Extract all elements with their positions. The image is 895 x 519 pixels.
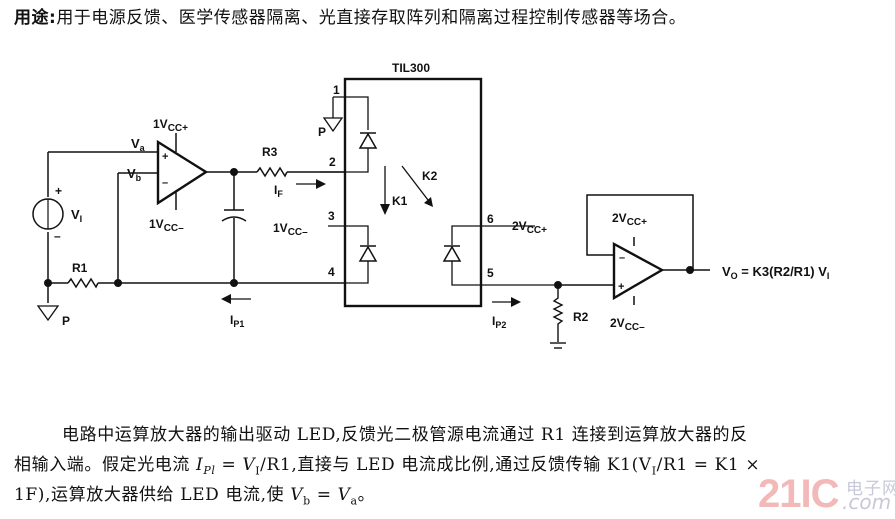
k1-label: K1 xyxy=(392,194,408,208)
usage-label: 用途 xyxy=(14,8,49,28)
pin-4: 4 xyxy=(328,265,335,279)
pin-6: 6 xyxy=(487,212,494,226)
op2-vcc-pos: 2VCC+ xyxy=(612,211,647,228)
usage-text: 用于电源反馈、医学传感器隔离、光直接存取阵列和隔离过程控制传感器等场合。 xyxy=(56,8,687,28)
vcc-neg-pin3: 1VCC– xyxy=(273,221,308,238)
ground-p-left-label: P xyxy=(62,314,70,328)
ip2-label: IP2 xyxy=(492,314,506,330)
til300-package xyxy=(343,77,483,308)
output-photodiode-icon xyxy=(442,245,462,262)
led-diode-icon xyxy=(358,132,378,149)
watermark-domain: .com xyxy=(842,490,892,514)
k2-label: K2 xyxy=(422,169,438,183)
paragraph-line-3: 1F),运算放大器供给 LED 电流,使 Vb = Va。 xyxy=(14,485,376,508)
ground-p-left-icon xyxy=(36,305,60,322)
ip1-label: IP1 xyxy=(230,313,244,329)
usage-colon: : xyxy=(49,8,57,28)
k1-arrow-icon xyxy=(380,204,390,215)
r2-label: R2 xyxy=(573,310,589,324)
pin-1: 1 xyxy=(333,83,340,97)
capacitor xyxy=(221,209,247,222)
va-label: Va xyxy=(131,136,146,153)
watermark-cn: 电子网 xyxy=(846,479,895,499)
usage-description: 用途:用于电源反馈、医学传感器隔离、光直接存取阵列和隔离过程控制传感器等场合。 xyxy=(14,8,686,28)
pin-3: 3 xyxy=(328,209,335,223)
wire-vb xyxy=(117,172,158,283)
op1-minus: – xyxy=(162,177,168,189)
r1-label: R1 xyxy=(72,261,88,275)
vi-minus: – xyxy=(54,229,61,243)
feedback-photodiode-icon xyxy=(358,245,378,262)
vo-formula: VO = K3(R2/R1) VI xyxy=(722,264,829,281)
if-label: IF xyxy=(274,183,283,199)
op2-minus: – xyxy=(619,252,625,264)
vi-label: VI xyxy=(71,207,82,224)
ground-p-pin1-icon xyxy=(322,117,344,133)
r3-label: R3 xyxy=(262,145,278,159)
op-amp-1 xyxy=(156,139,209,206)
paragraph-line-1: 电路中运算放大器的输出驱动 LED,反馈光二极管源电流通过 R1 连接到运算放大… xyxy=(62,425,748,445)
vb-label: Vb xyxy=(127,166,142,183)
ground-p-pin1-label: P xyxy=(318,125,326,139)
op1-vcc-neg: 1VCC– xyxy=(149,217,184,234)
k2-arrow-icon xyxy=(424,197,433,207)
til300-label: TIL300 xyxy=(392,61,430,75)
resistor-r1 xyxy=(67,277,99,289)
circuit-schematic: + – VI + – Va Vb 1VCC+ 1VCC– R1 R3 IF IP… xyxy=(32,61,829,349)
op2-plus: + xyxy=(618,281,624,293)
pin-2: 2 xyxy=(329,155,336,169)
junction-dots xyxy=(44,168,694,289)
vcc-pos-pin6: 2VCC+ xyxy=(512,219,547,236)
ip2-arrow-icon xyxy=(511,297,521,307)
if-arrow-icon xyxy=(316,179,326,189)
op2-vcc-neg: 2VCC– xyxy=(610,316,645,333)
vi-plus: + xyxy=(55,184,62,198)
resistor-r3 xyxy=(256,166,288,178)
resistor-r2 xyxy=(552,285,564,342)
ip1-arrow-icon xyxy=(221,294,231,304)
op-amp-2 xyxy=(612,241,665,301)
paragraph-line-2: 相输入端。假定光电流 IPl = VI/R1,直接与 LED 电流成比例,通过反… xyxy=(14,455,761,478)
op1-vcc-pos: 1VCC+ xyxy=(153,117,188,134)
op1-plus: + xyxy=(162,151,168,163)
watermark-brand: 21IC xyxy=(758,472,839,516)
pin-5: 5 xyxy=(487,266,494,280)
